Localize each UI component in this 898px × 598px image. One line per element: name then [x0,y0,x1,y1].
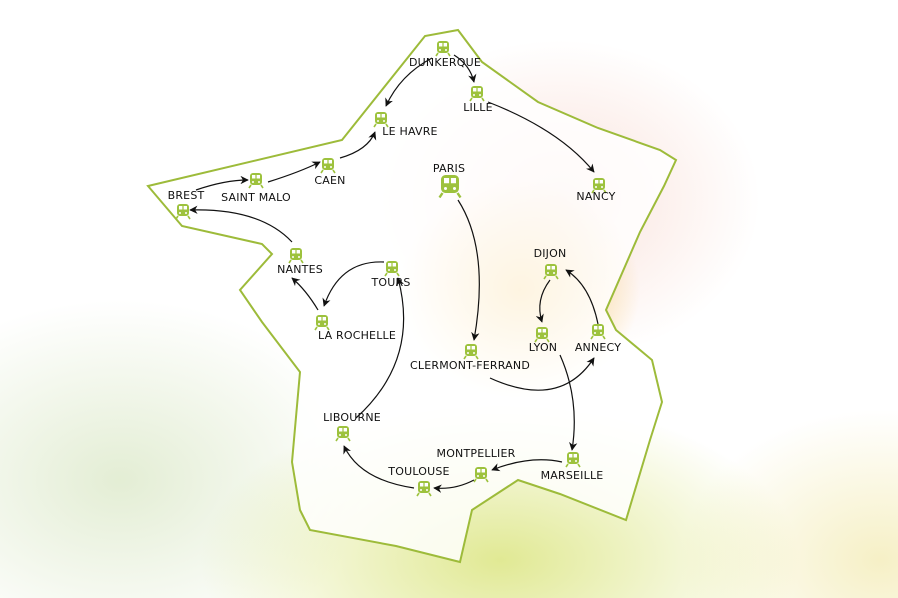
route-tours-larochelle [322,261,385,307]
city-label-brest: BREST [167,189,205,202]
city-label-libourne: LIBOURNE [323,411,381,424]
city-label-montpellier: MONTPELLIER [436,447,516,460]
route-montpellier-toulouse [433,479,475,493]
city-label-clermont-ferrand: CLERMONT-FERRAND [410,359,530,372]
route-nantes-brest [189,205,293,243]
route-paris-clermont [457,199,480,341]
city-label-nancy: NANCY [576,190,616,203]
city-label-dunkerque: DUNKERQUE [408,56,482,69]
route-libourne-tours [355,277,405,419]
city-label-toulouse: TOULOUSE [388,465,450,478]
city-label-le-havre: LE HAVRE [382,125,438,138]
city-label-nantes: NANTES [277,263,323,276]
city-label-lille: LILLE [463,101,493,114]
route-larochelle-nantes [291,277,319,311]
city-label-dijon: DIJON [533,247,567,260]
city-label-saint-malo: SAINT MALO [221,191,291,204]
route-lille-nancy [487,101,595,173]
city-label-annecy: ANNECY [574,341,622,354]
route-toulouse-libourne [343,445,415,489]
route-annecy-dijon [565,269,599,325]
route-caen-lehavre [339,131,377,159]
route-dunkerque-lille [453,54,477,83]
route-dijon-lyon [535,279,551,323]
city-label-la-rochelle: LA ROCHELLE [317,329,397,342]
route-saintmalo-caen [267,161,321,183]
route-marseille-montpellier [491,459,563,472]
route-brest-saintmalo [195,175,249,191]
city-label-lyon: LYON [528,341,558,354]
city-label-marseille: MARSEILLE [540,469,604,482]
route-lyon-marseille [559,354,578,451]
city-label-tours: TOURS [371,276,411,289]
city-label-paris: PARIS [432,162,466,175]
france-outline [146,28,678,564]
route-clermont-annecy [489,357,595,391]
route-dunkerque-lehavre [385,57,433,107]
routes [189,54,599,493]
city-label-caen: CAEN [314,174,346,187]
